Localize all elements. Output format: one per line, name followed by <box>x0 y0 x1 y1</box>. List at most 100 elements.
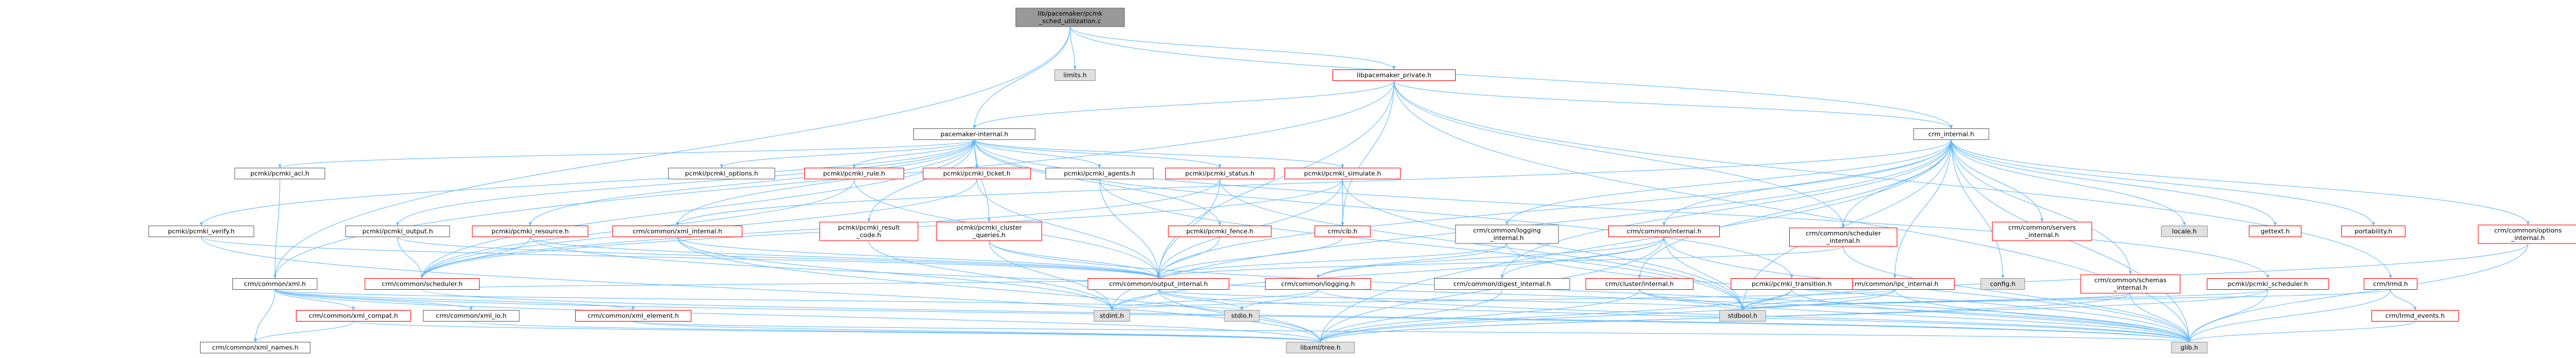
edge-ipcint-to-libxml <box>1319 289 1896 342</box>
node-label: crm/common/schemas <box>2094 276 2167 284</box>
node-rule[interactable]: pcmki/pcmki_rule.h <box>804 168 904 179</box>
edge-root-to-pi <box>972 26 1071 129</box>
node-box <box>232 278 318 290</box>
node-sched[interactable]: crm/common/scheduler.h <box>364 278 480 290</box>
edge-schedint-to-glib <box>1842 246 2191 342</box>
node-xmlint[interactable]: crm/common/xml_internal.h <box>612 226 743 237</box>
node-cib[interactable]: crm/cib.h <box>1314 226 1371 237</box>
node-ticket[interactable]: pcmki/pcmki_ticket.h <box>923 168 1031 179</box>
node-label: locale.h <box>2172 228 2197 235</box>
edge-scheduler-to-glib <box>2188 289 2268 342</box>
node-result[interactable]: pcmki/pcmki_result_code.h <box>819 222 919 241</box>
node-schedint[interactable]: crm/common/scheduler_internal.h <box>1789 227 1897 247</box>
edge-lrmd-to-glib <box>2188 289 2391 342</box>
node-label: crm/common/xml_element.h <box>587 312 679 320</box>
node-label: lib/pacemaker/pcmk <box>1038 10 1103 17</box>
node-label: _internal.h <box>1826 237 1860 245</box>
edge-pi-to-simulate <box>974 139 1344 168</box>
node-resource[interactable]: pcmki/pcmki_resource.h <box>472 226 589 237</box>
node-servint[interactable]: crm/common/servers_internal.h <box>1992 222 2092 241</box>
node-box <box>1284 168 1401 179</box>
node-lpp[interactable]: libpacemaker_private.h <box>1333 69 1456 81</box>
node-clusterint[interactable]: crm/cluster/internal.h <box>1585 278 1694 290</box>
node-logging[interactable]: crm/common/logging.h <box>1265 278 1371 290</box>
node-label: crm/common/scheduler.h <box>382 281 462 288</box>
edge-cmxml-to-libxml <box>275 289 1322 342</box>
node-label: crm/common/logging <box>1473 227 1541 234</box>
node-scheduler[interactable]: pcmki/pcmki_scheduler.h <box>2207 278 2329 290</box>
node-lrmd[interactable]: crm/lrmd.h <box>2363 278 2418 290</box>
node-box <box>1168 226 1272 237</box>
node-verify[interactable]: pcmki/pcmki_verify.h <box>148 226 254 237</box>
edge-crmi-to-optint <box>1950 139 2530 226</box>
node-agents[interactable]: pcmki/pcmki_agents.h <box>1045 168 1154 179</box>
node-transition[interactable]: pcmki/pcmki_transition.h <box>1730 278 1853 290</box>
node-box <box>923 168 1031 179</box>
node-box <box>295 310 411 322</box>
node-portability[interactable]: portability.h <box>2341 226 2406 237</box>
edge-pi-to-transition <box>974 139 1794 279</box>
edge-pi-to-output <box>396 139 975 226</box>
node-box <box>2371 310 2459 322</box>
node-box <box>1992 222 2092 241</box>
node-box <box>148 226 254 237</box>
node-lrmdev[interactable]: crm/lrmd_events.h <box>2371 310 2459 322</box>
node-label: _internal.h <box>2511 234 2545 242</box>
node-label: crm_internal.h <box>1929 131 1974 138</box>
node-ipcint[interactable]: crm/common/ipc_internal.h <box>1835 278 1955 290</box>
edge-clusterq-to-glib <box>989 240 2191 342</box>
node-label: _sched_utilization.c <box>1039 17 1101 25</box>
edge-root-to-cmxml <box>273 26 1071 279</box>
node-fence[interactable]: pcmki/pcmki_fence.h <box>1168 226 1272 237</box>
node-label: stdbool.h <box>1728 312 1757 320</box>
edge-cmxml-to-xmlnames <box>253 289 276 342</box>
node-crmi[interactable]: crm_internal.h <box>1913 128 1989 140</box>
node-cmxml[interactable]: crm/common/xml.h <box>232 278 318 290</box>
node-xmlelem[interactable]: crm/common/xml_element.h <box>575 310 691 322</box>
node-cominternal[interactable]: crm/common/internal.h <box>1608 226 1720 237</box>
node-logint[interactable]: crm/common/logging_internal.h <box>1455 224 1559 244</box>
edge-lpp-to-outint <box>1157 80 1394 279</box>
node-box <box>472 226 589 237</box>
node-xmlcompat[interactable]: crm/common/xml_compat.h <box>295 310 411 322</box>
edge-pi-to-status <box>974 139 1222 168</box>
node-gettext[interactable]: gettext.h <box>2249 226 2302 237</box>
node-label: portability.h <box>2355 228 2392 235</box>
edge-xmlint-to-stdint <box>677 237 1113 311</box>
node-acl[interactable]: pcmki/pcmki_acl.h <box>234 168 325 179</box>
node-root[interactable]: lib/pacemaker/pcmk_sched_utilization.c <box>1015 8 1125 27</box>
edge-output-to-sched <box>397 237 424 279</box>
edge-lrmd-to-stdbool <box>1741 289 2391 311</box>
edge-crmi-to-schemasint <box>1950 139 2132 275</box>
edge-acl-to-cmxml <box>273 179 280 279</box>
edge-ipcint-to-stdint <box>1110 289 1896 311</box>
edge-clusterint-to-glib <box>1639 289 2191 342</box>
node-pi[interactable]: pacemaker-internal.h <box>913 128 1036 140</box>
node-label: stdint.h <box>1100 312 1124 320</box>
node-box <box>1286 342 1355 353</box>
node-opt[interactable]: pcmki/pcmki_options.h <box>668 168 775 179</box>
node-digest[interactable]: crm/common/digest_internal.h <box>1434 278 1570 290</box>
node-box <box>819 222 919 241</box>
node-box <box>1093 310 1130 322</box>
node-box <box>1455 224 1559 244</box>
edge-lpp-to-cmxml <box>273 80 1394 279</box>
node-status[interactable]: pcmki/pcmki_status.h <box>1165 168 1275 179</box>
node-box <box>234 168 325 179</box>
node-label: config.h <box>1990 281 2015 288</box>
node-xmlnames[interactable]: crm/common/xml_names.h <box>200 342 311 353</box>
node-clusterq[interactable]: pcmki/pcmki_cluster_queries.h <box>936 222 1042 241</box>
node-optint[interactable]: crm/common/options_internal.h <box>2478 224 2576 244</box>
node-schemasint[interactable]: crm/common/schemas_internal.h <box>2080 274 2181 294</box>
node-box <box>2207 278 2329 290</box>
edge-ticket-to-outint <box>976 179 1160 279</box>
node-label: pcmki/pcmki_agents.h <box>1064 170 1135 178</box>
node-simulate[interactable]: pcmki/pcmki_simulate.h <box>1284 168 1401 179</box>
node-xmlio[interactable]: crm/common/xml_io.h <box>423 310 520 322</box>
node-outint[interactable]: crm/common/output_internal.h <box>1087 278 1230 290</box>
node-label: crm/common/xml.h <box>244 281 306 288</box>
edge-xmlint-to-libxml <box>677 237 1322 342</box>
node-label: crm/common/logging.h <box>1281 281 1355 288</box>
edge-transition-to-libxml <box>1319 289 1792 342</box>
node-output[interactable]: pcmki/pcmki_output.h <box>345 226 450 237</box>
